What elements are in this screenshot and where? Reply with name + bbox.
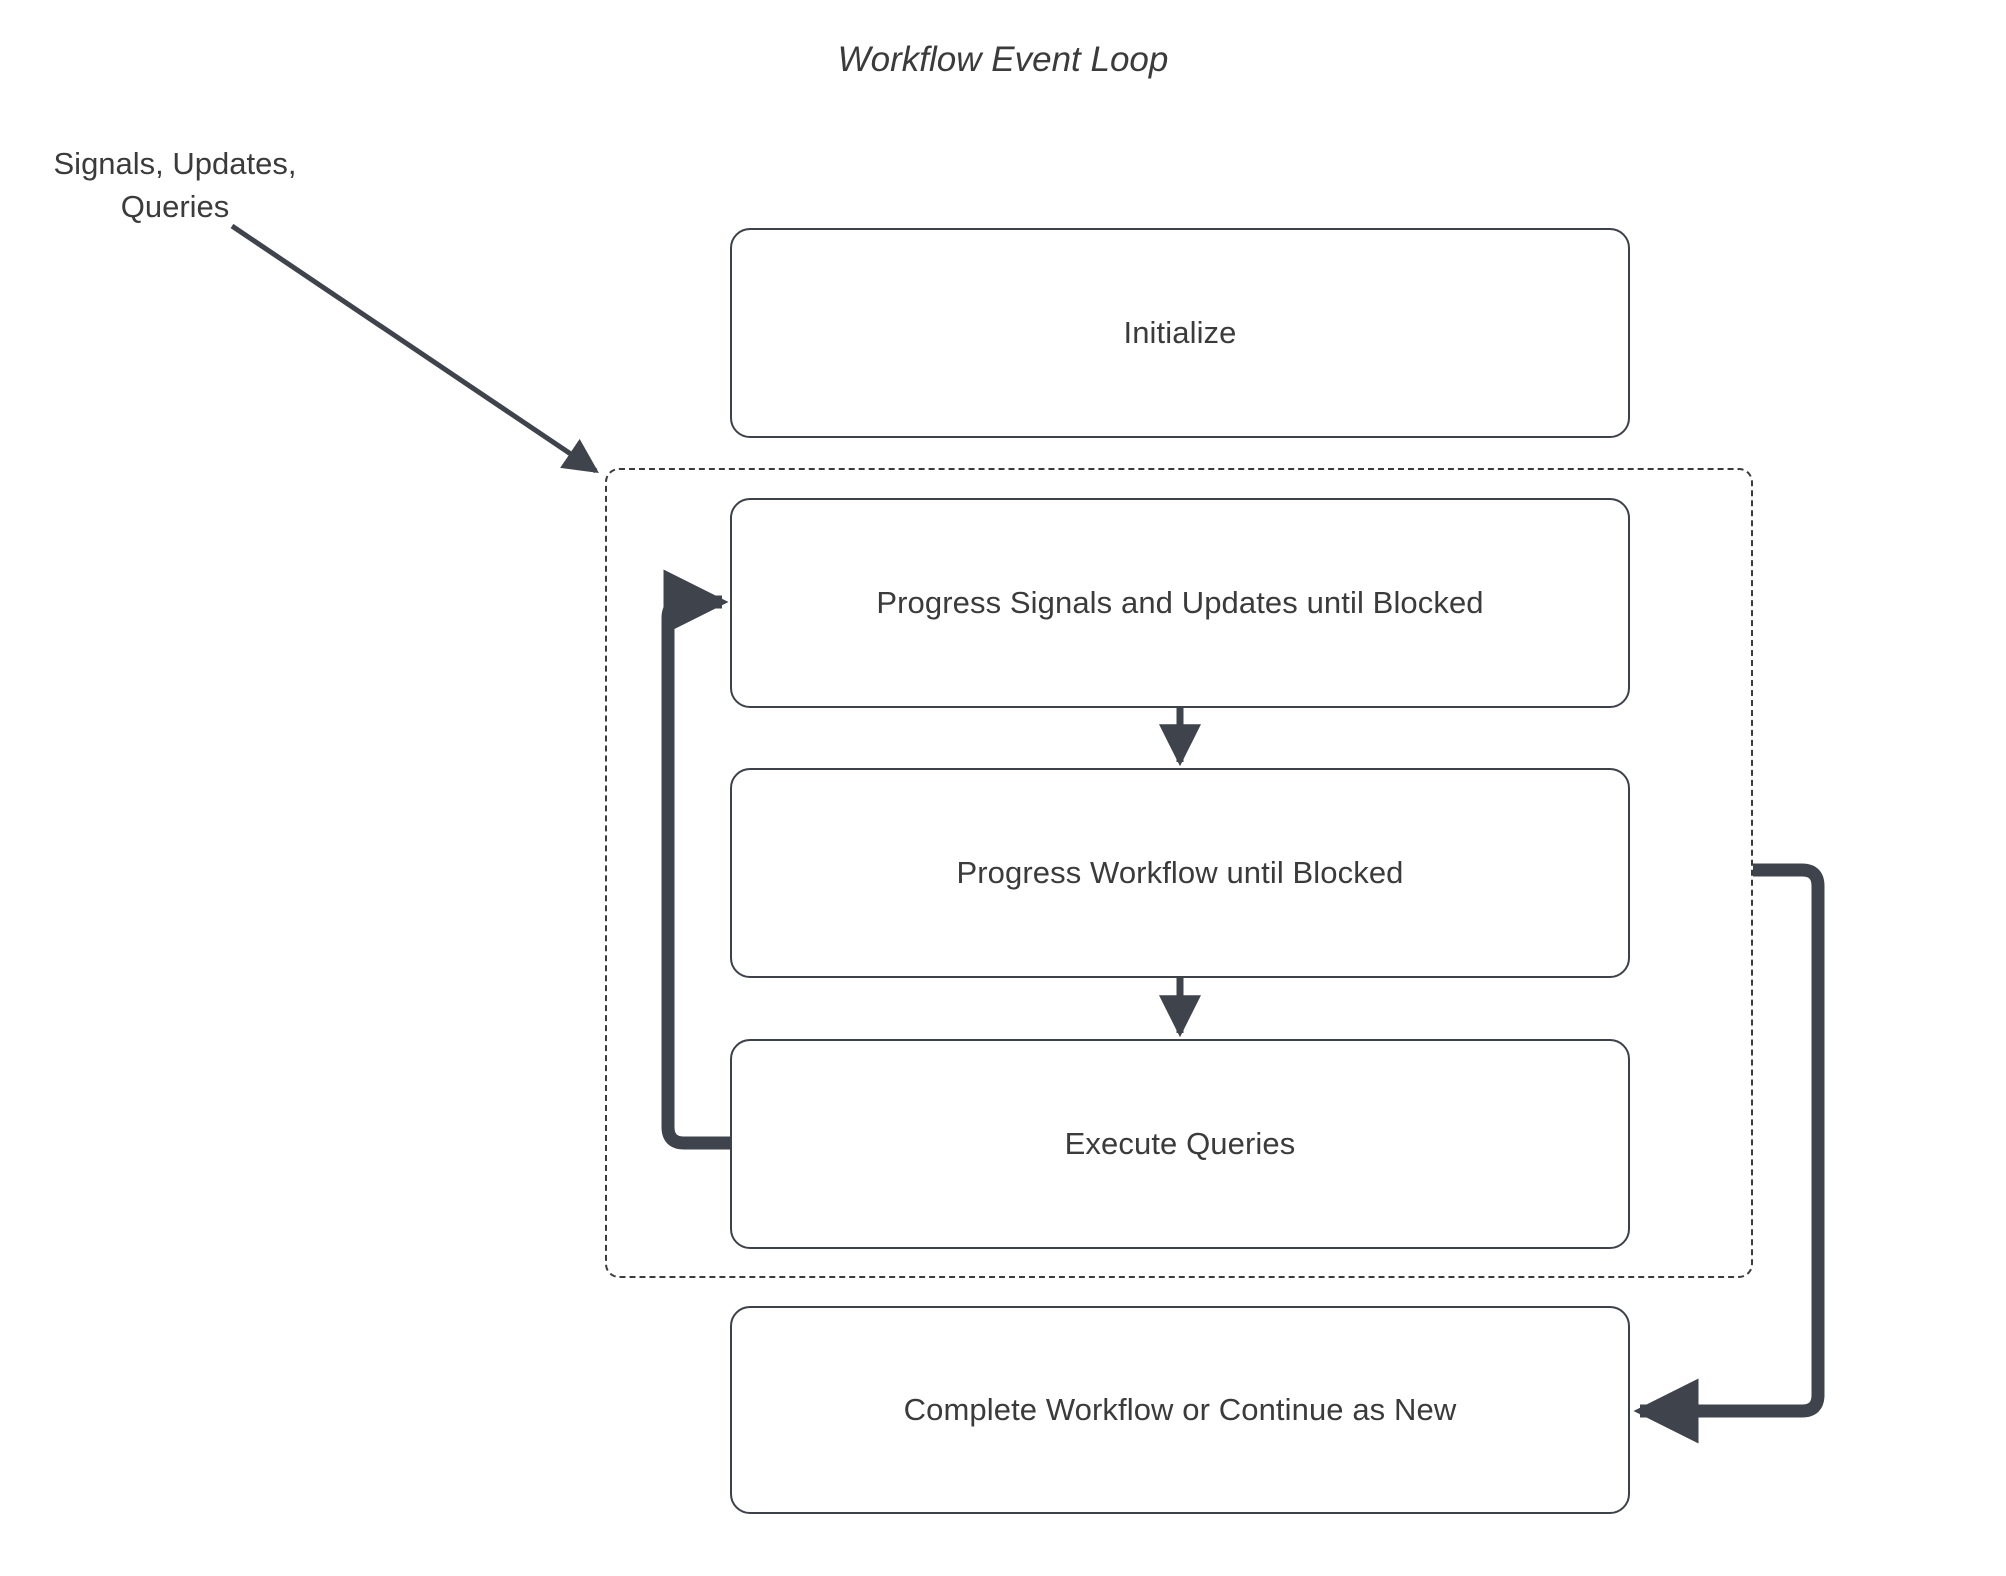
node-execute-queries[interactable]: Execute Queries: [730, 1039, 1630, 1249]
node-progress-workflow-label: Progress Workflow until Blocked: [956, 855, 1404, 890]
external-input-label: Signals, Updates, Queries: [20, 142, 330, 228]
edge-loop-to-complete-workflow: [1633, 863, 1825, 1444]
external-input-label-line-2: Queries: [120, 189, 230, 224]
node-progress-signals[interactable]: Progress Signals and Updates until Block…: [730, 498, 1630, 708]
loop-group-container: [605, 468, 1753, 1278]
node-complete-workflow-label: Complete Workflow or Continue as New: [903, 1392, 1457, 1427]
node-complete-workflow[interactable]: Complete Workflow or Continue as New: [730, 1306, 1630, 1514]
page-title: Workflow Event Loop: [837, 40, 1169, 79]
edge-signals-to-loop: [230, 223, 599, 474]
node-execute-queries-label: Execute Queries: [1064, 1126, 1296, 1161]
node-initialize[interactable]: Initialize: [730, 228, 1630, 438]
edge-execute-queries-to-progress-signals: [661, 569, 730, 1150]
external-input-label-line-1: Signals, Updates,: [53, 146, 297, 181]
node-progress-workflow[interactable]: Progress Workflow until Blocked: [730, 768, 1630, 978]
node-progress-signals-label: Progress Signals and Updates until Block…: [876, 585, 1484, 620]
node-initialize-label: Initialize: [1123, 315, 1237, 350]
